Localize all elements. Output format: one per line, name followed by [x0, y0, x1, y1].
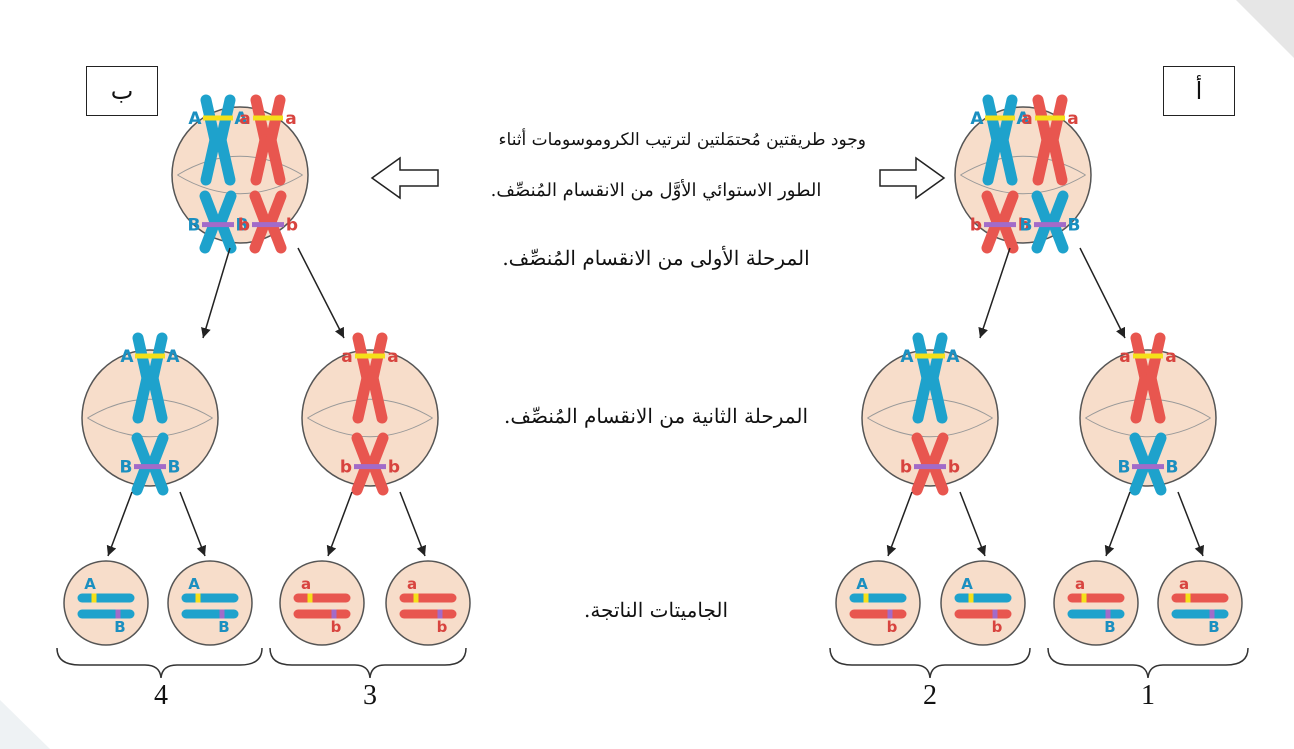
allele-label: a — [1165, 347, 1176, 367]
gene-band — [414, 594, 419, 603]
arrangement-caption-line1: وجود طريقتين مُحتمَلتين لترتيب الكروموسو… — [446, 130, 866, 150]
gene-band — [308, 594, 313, 603]
allele-label: A — [188, 109, 202, 129]
allele-label: B — [1068, 216, 1081, 236]
allele-label: A — [120, 347, 134, 367]
allele-label: b — [970, 216, 982, 236]
gene-band — [355, 354, 385, 359]
allele-label: B — [1118, 458, 1131, 478]
allele-label: A — [166, 347, 180, 367]
allele-label: a — [387, 347, 398, 367]
allele-label: a — [341, 347, 352, 367]
gene-band — [1035, 116, 1065, 121]
allele-label: b — [238, 216, 250, 236]
gene-band — [1132, 464, 1164, 469]
gamete-1b — [1158, 561, 1242, 645]
gene-band — [1186, 594, 1191, 603]
gene-band — [202, 222, 234, 227]
allele-label: a — [301, 575, 311, 593]
gene-band — [984, 222, 1016, 227]
allele-label: b — [340, 458, 352, 478]
panel-box-a: أ — [1163, 66, 1235, 116]
gametes-caption: الجاميتات الناتجة. — [446, 598, 866, 622]
gene-band — [135, 354, 165, 359]
allele-label: b — [992, 618, 1003, 636]
allele-label: B — [188, 216, 201, 236]
group-number-4: 4 — [141, 680, 181, 712]
allele-label: b — [331, 618, 342, 636]
panel-box-b: ب — [86, 66, 158, 116]
meiosis-one-caption: المرحلة الأولى من الانقسام المُنصِّف. — [446, 246, 866, 270]
allele-label: b — [887, 618, 898, 636]
gene-band — [354, 464, 386, 469]
gene-band — [92, 594, 97, 603]
gene-band — [914, 464, 946, 469]
gene-band — [1082, 594, 1087, 603]
gene-band — [969, 594, 974, 603]
allele-label: a — [1075, 575, 1085, 593]
allele-label: A — [961, 575, 973, 593]
allele-label: B — [218, 618, 229, 636]
allele-label: a — [1067, 109, 1078, 129]
allele-label: B — [1208, 618, 1219, 636]
gene-band — [915, 354, 945, 359]
gene-band — [985, 116, 1015, 121]
allele-label: a — [285, 109, 296, 129]
allele-label: B — [120, 458, 133, 478]
allele-label: A — [856, 575, 868, 593]
gene-band — [1034, 222, 1066, 227]
gamete-4a — [64, 561, 148, 645]
allele-label: A — [946, 347, 960, 367]
gene-band — [203, 116, 233, 121]
allele-label: B — [1020, 216, 1033, 236]
gene-band — [252, 222, 284, 227]
allele-label: A — [188, 575, 200, 593]
allele-label: B — [1166, 458, 1179, 478]
panel-label-a: أ — [1196, 77, 1203, 105]
meiosis-two-caption: المرحلة الثانية من الانقسام المُنصِّف. — [446, 404, 866, 428]
gene-band — [253, 116, 283, 121]
allele-label: b — [900, 458, 912, 478]
allele-label: A — [84, 575, 96, 593]
panel-label-b: ب — [111, 77, 134, 105]
allele-label: b — [286, 216, 298, 236]
gamete-3a — [280, 561, 364, 645]
allele-label: a — [1119, 347, 1130, 367]
allele-label: a — [239, 109, 250, 129]
group-number-1: 1 — [1128, 680, 1168, 712]
gene-band — [1133, 354, 1163, 359]
allele-label: b — [388, 458, 400, 478]
allele-label: B — [1104, 618, 1115, 636]
allele-label: a — [407, 575, 417, 593]
group-number-3: 3 — [350, 680, 390, 712]
gene-band — [196, 594, 201, 603]
arrangement-caption-line2: الطور الاستوائي الأوَّل من الانقسام المُ… — [446, 180, 866, 201]
gene-band — [134, 464, 166, 469]
allele-label: A — [970, 109, 984, 129]
allele-label: a — [1021, 109, 1032, 129]
allele-label: a — [1179, 575, 1189, 593]
allele-label: A — [900, 347, 914, 367]
gamete-2b — [941, 561, 1025, 645]
allele-label: b — [948, 458, 960, 478]
allele-label: B — [114, 618, 125, 636]
gamete-4b — [168, 561, 252, 645]
group-number-2: 2 — [910, 680, 950, 712]
allele-label: B — [168, 458, 181, 478]
gamete-1a — [1054, 561, 1138, 645]
